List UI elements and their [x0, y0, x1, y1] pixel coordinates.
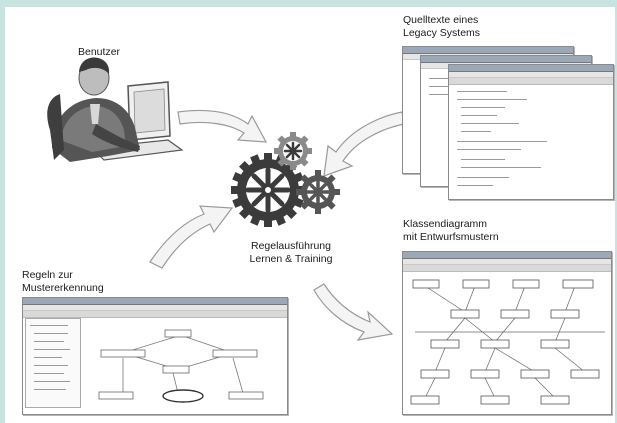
label-center-line1: Regelausführung	[251, 240, 331, 252]
label-sources-line2: Legacy Systems	[403, 27, 481, 39]
label-classdiagram-line2: mit Entwurfsmustern	[403, 231, 499, 243]
label-center-line2: Lernen & Training	[249, 253, 333, 265]
curved-arrow-icon-engine-to-classdiagram	[313, 283, 394, 341]
class-diagram-graph	[410, 279, 605, 405]
label-rules-line2: Mustererkennung	[22, 282, 104, 294]
label-user: Benutzer	[78, 46, 121, 58]
rules-window	[22, 297, 288, 415]
curved-arrow-icon-sources-to-engine	[323, 111, 405, 177]
curved-arrow-icon-rules-to-engine	[149, 205, 234, 269]
label-classdiagram-line1: Klassendiagramm	[403, 218, 488, 230]
classdiagram-window	[402, 251, 612, 415]
curved-arrow-icon-user-to-engine	[177, 109, 268, 143]
label-rules-line1: Regeln zur	[22, 269, 73, 281]
source-window-front	[448, 64, 614, 200]
gears-icon	[231, 132, 340, 227]
rules-graph	[98, 329, 264, 403]
rules-tree-panel	[25, 318, 81, 408]
user-at-computer-icon	[47, 57, 184, 162]
label-sources-line1: Quelltexte eines	[403, 14, 479, 26]
